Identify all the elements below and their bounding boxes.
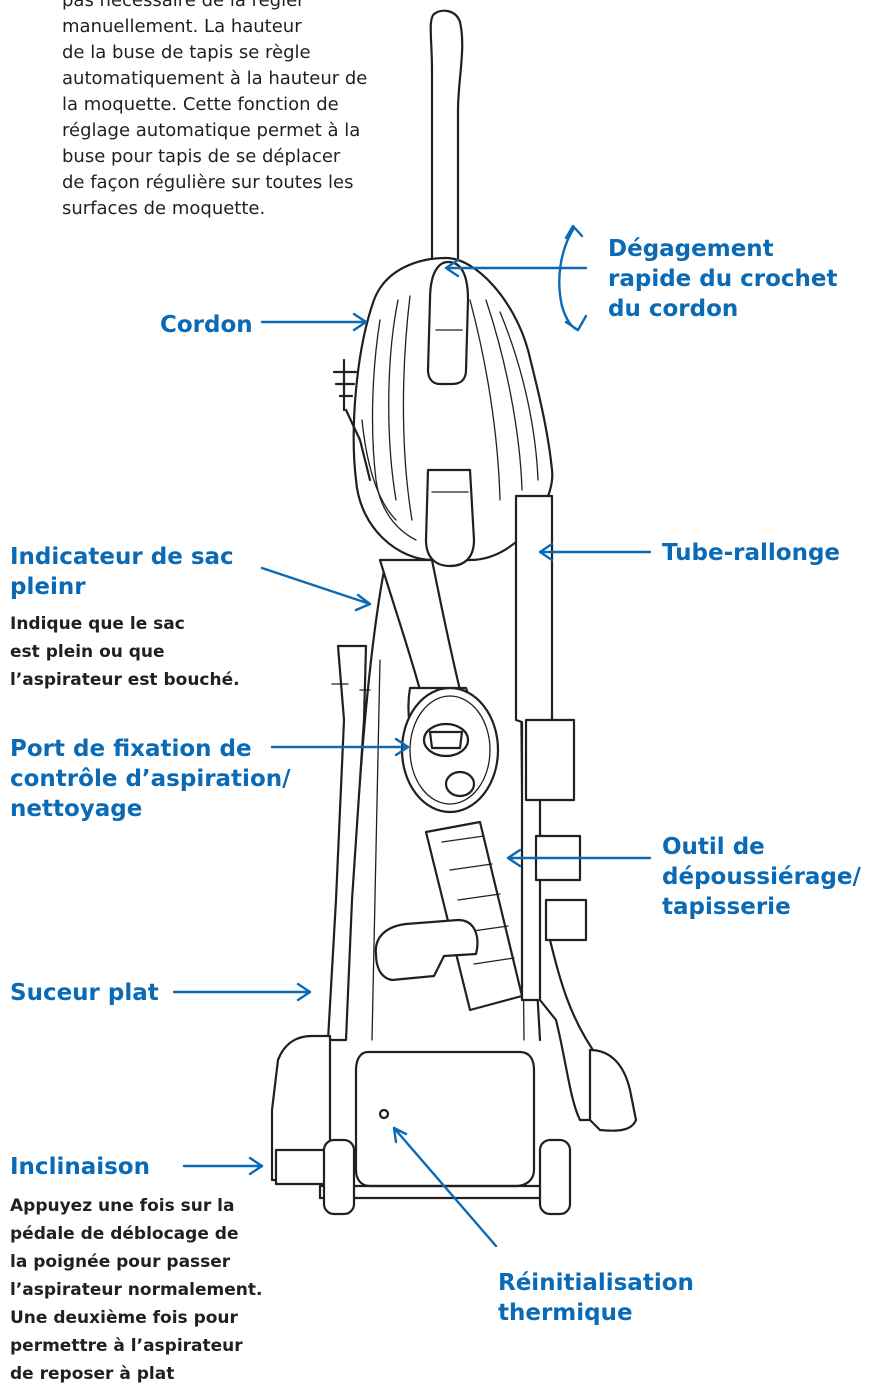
bag-indicator-arrow bbox=[262, 568, 370, 610]
tilt-description: Appuyez une fois sur la pédale de débloc… bbox=[10, 1192, 262, 1388]
dusting-tool-label: Outil de dépoussiérage/ tapisserie bbox=[662, 832, 861, 922]
crevice-tool-label: Suceur plat bbox=[10, 978, 159, 1008]
cord-arrow bbox=[262, 314, 366, 330]
dusting-tool-arrow bbox=[508, 850, 650, 866]
crevice-tool-arrow bbox=[174, 984, 310, 1000]
extension-wand-label: Tube-rallonge bbox=[662, 538, 840, 568]
quick-release-arrow bbox=[559, 228, 578, 330]
bag-indicator-description: Indique que le sac est plein ou que l’as… bbox=[10, 610, 240, 694]
tilt-arrow bbox=[184, 1158, 262, 1174]
extension-wand-arrow bbox=[540, 544, 650, 560]
quick-release-label: Dégagement rapide du crochet du cordon bbox=[608, 234, 838, 324]
tilt-label: Inclinaison bbox=[10, 1152, 150, 1182]
bag-indicator-label: Indicateur de sac pleinr bbox=[10, 542, 234, 602]
thermal-reset-arrow bbox=[394, 1128, 496, 1246]
cord-label: Cordon bbox=[160, 310, 253, 340]
suction-port-arrow bbox=[272, 739, 408, 755]
suction-port-label: Port de fixation de contrôle d’aspiratio… bbox=[10, 734, 291, 824]
thermal-reset-label: Réinitialisation thermique bbox=[498, 1268, 694, 1328]
